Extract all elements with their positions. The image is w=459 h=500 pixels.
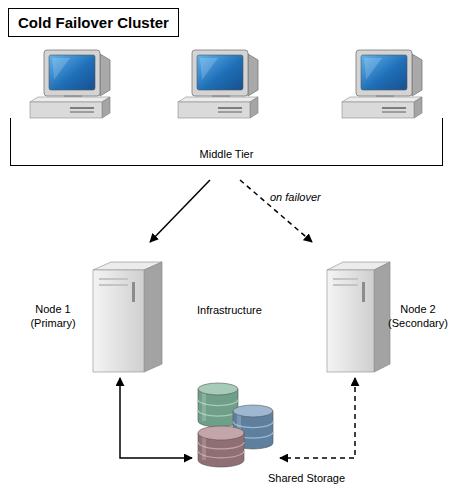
database-cylinder bbox=[198, 426, 244, 467]
edge-label: on failover bbox=[270, 191, 321, 203]
tier-label: Middle Tier bbox=[11, 147, 442, 161]
server-node: Node 1 (Primary) bbox=[93, 262, 162, 372]
server-tower bbox=[327, 262, 390, 372]
node-label: Node 1 (Primary) bbox=[21, 302, 85, 330]
computer-icon bbox=[342, 50, 422, 118]
server-node: Node 2 (Secondary) bbox=[327, 262, 390, 372]
connector-arrow bbox=[150, 180, 210, 242]
computer-icon bbox=[30, 50, 110, 118]
connector-arrow bbox=[240, 180, 312, 242]
connector-arrow bbox=[280, 378, 355, 458]
middle-tier-band: Middle Tier bbox=[10, 118, 443, 166]
storage-cylinders bbox=[195, 383, 277, 467]
node-label: Shared Storage bbox=[268, 471, 378, 485]
diagram-title: Cold Failover Cluster bbox=[8, 8, 179, 37]
computer-icon bbox=[178, 50, 258, 118]
layer-label: Infrastructure bbox=[197, 304, 262, 316]
server-tower bbox=[93, 262, 162, 372]
connector-arrow bbox=[120, 378, 192, 458]
node-label: Node 2 (Secondary) bbox=[381, 302, 455, 330]
database-cylinder bbox=[198, 383, 238, 427]
shared-storage: Shared Storage bbox=[195, 383, 277, 467]
